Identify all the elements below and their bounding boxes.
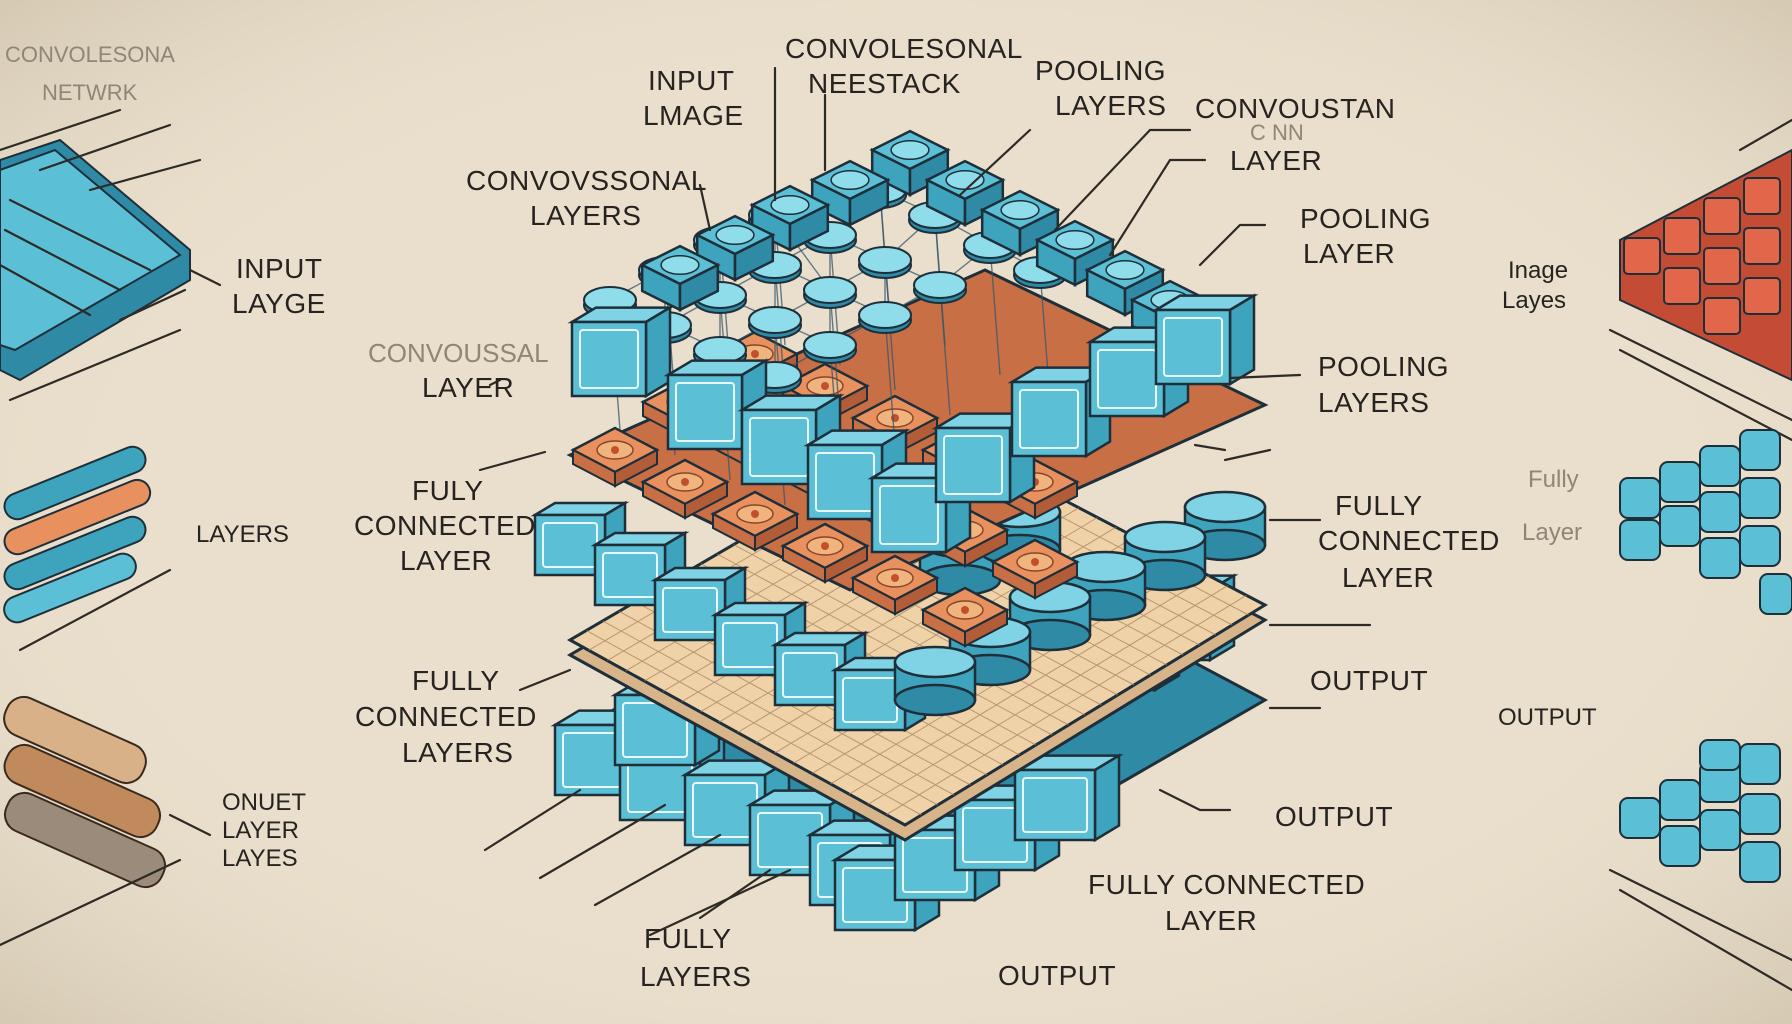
conv-box-9 — [1151, 293, 1259, 387]
label-fully-connected-bottom-1: FULLY CONNECTED — [1088, 869, 1365, 900]
fully-connected-block-layer — [530, 490, 1267, 733]
right-red-stack — [1608, 118, 1792, 442]
pooling-tile-1 — [570, 426, 660, 488]
label-fully-faint-right: Fully — [1528, 466, 1579, 493]
label-conv-layer-mid-2: LAYER — [422, 372, 514, 403]
neuron-node-8 — [858, 301, 912, 334]
label-onuet-3: LAYES — [222, 845, 298, 872]
label-fully-right-2: CONNECTED — [1318, 525, 1500, 556]
label-onuet-2: LAYER — [222, 817, 299, 844]
pooling-tile-5 — [850, 554, 940, 616]
pooling-tile-6 — [920, 586, 1010, 648]
label-top-left-title-1: CONVOLESONA — [5, 42, 175, 67]
label-output-1: OUTPUT — [1310, 665, 1428, 696]
pooling-tile-4 — [780, 522, 870, 584]
label-fully-right-3: LAYER — [1342, 562, 1434, 593]
label-top-left-title-2: NETWRK — [42, 80, 138, 105]
label-layers-side: LAYERS — [196, 521, 289, 548]
label-image-layes-1: Inage — [1508, 257, 1568, 284]
label-convoustan-1: CONVOUSTAN — [1195, 93, 1396, 124]
label-fully-bottom-2: LAYERS — [640, 961, 751, 992]
label-convoustan-faint: C NN — [1250, 120, 1304, 145]
conv-cube-4 — [749, 184, 831, 252]
conv-cube-5 — [979, 189, 1061, 257]
label-pooling-layers-top-2: LAYERS — [1055, 90, 1166, 121]
right-output-stack — [1608, 739, 1792, 992]
label-output-2: OUTPUT — [1275, 801, 1393, 832]
left-output-stack — [0, 695, 212, 947]
right-blue-stack — [1619, 429, 1792, 615]
pooling-tile-2 — [640, 458, 730, 520]
convolutional-cube-layer — [567, 129, 1259, 555]
label-input-image-2: LMAGE — [643, 100, 744, 131]
label-image-layes-2: Layes — [1502, 287, 1566, 314]
neuron-node-12 — [803, 331, 857, 364]
label-conv-stack-1: CONVOLESONAL — [785, 33, 1023, 64]
neuron-node-7 — [803, 276, 857, 309]
label-pooling-layers-mid-2: LAYERS — [1318, 387, 1429, 418]
label-fully-connected-bottom-2: LAYER — [1165, 905, 1257, 936]
label-fully-left-1: FULY — [412, 475, 484, 506]
label-fully-bottom-1: FULLY — [644, 923, 732, 954]
pooling-tile-3 — [710, 490, 800, 552]
neuron-node-11 — [748, 306, 802, 339]
label-fully-lower-2: CONNECTED — [355, 701, 537, 732]
label-input-layge-2: LAYGE — [232, 288, 326, 319]
leader-lines — [188, 66, 1372, 937]
label-fully-lower-1: FULLY — [412, 665, 500, 696]
label-fully-left-3: LAYER — [400, 545, 492, 576]
neuron-node-4 — [913, 271, 967, 304]
conv-cube-1 — [869, 129, 951, 197]
label-pooling-layer-right-1: POOLING — [1300, 203, 1431, 234]
label-conv-layers-left-2: LAYERS — [530, 200, 641, 231]
label-layer-faint-right: Layer — [1522, 519, 1582, 546]
label-pooling-layers-mid-1: POOLING — [1318, 351, 1449, 382]
conv-cube-8 — [639, 244, 721, 312]
label-pooling-layers-top-1: POOLING — [1035, 55, 1166, 86]
left-layers-stack — [3, 445, 172, 652]
left-input-stack — [0, 108, 202, 402]
label-conv-layers-left-1: CONVOVSSONAL — [466, 165, 707, 196]
pooling-tile-12 — [990, 538, 1080, 600]
label-output-bottom: OUTPUT — [998, 960, 1116, 991]
label-conv-layer-mid-1: CONVOUSSAL — [368, 338, 549, 368]
conv-cube-7 — [1034, 219, 1116, 287]
label-convoustan-2: LAYER — [1230, 145, 1322, 176]
label-pooling-layer-right-2: LAYER — [1303, 238, 1395, 269]
conv-cube-6 — [694, 214, 776, 282]
output-cube-14 — [1010, 753, 1124, 843]
label-input-image-1: INPUT — [648, 65, 735, 96]
labels: CONVOLESONA NETWRK INPUT LMAGE CONVOLESO… — [5, 33, 1597, 992]
conv-box-1 — [567, 305, 675, 399]
label-onuet-1: ONUET — [222, 789, 306, 816]
label-conv-stack-2: NEESTACK — [808, 68, 961, 99]
neuron-node-3 — [858, 246, 912, 279]
label-output-far-right: OUTPUT — [1498, 704, 1597, 731]
label-input-layge-1: INPUT — [236, 253, 323, 284]
label-fully-left-2: CONNECTED — [354, 510, 536, 541]
label-fully-lower-3: LAYERS — [402, 737, 513, 768]
fc-cylinder-6 — [893, 645, 977, 717]
conv-cube-2 — [809, 159, 891, 227]
label-fully-right-1: FULLY — [1335, 490, 1423, 521]
